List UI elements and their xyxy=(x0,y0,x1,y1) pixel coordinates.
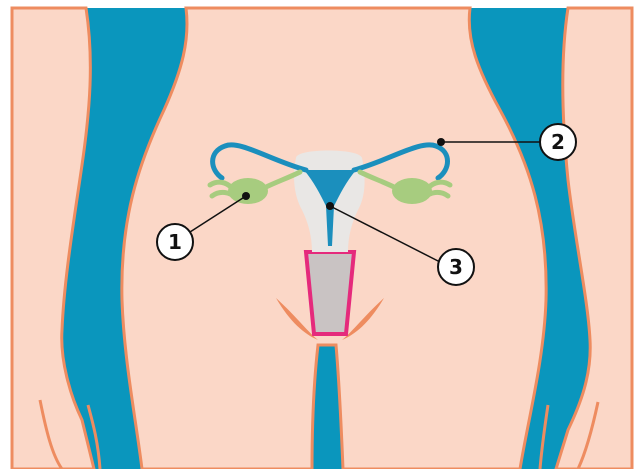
callout-2-dot xyxy=(437,138,445,146)
callout-2-number: 2 xyxy=(551,130,565,154)
callout-1-number: 1 xyxy=(168,230,182,254)
callout-3-dot xyxy=(326,202,334,210)
vagina xyxy=(306,252,354,334)
ovary-right xyxy=(392,178,432,204)
callout-3-number: 3 xyxy=(449,255,463,279)
callout-1-dot xyxy=(242,192,250,200)
ovary-left xyxy=(228,178,268,204)
